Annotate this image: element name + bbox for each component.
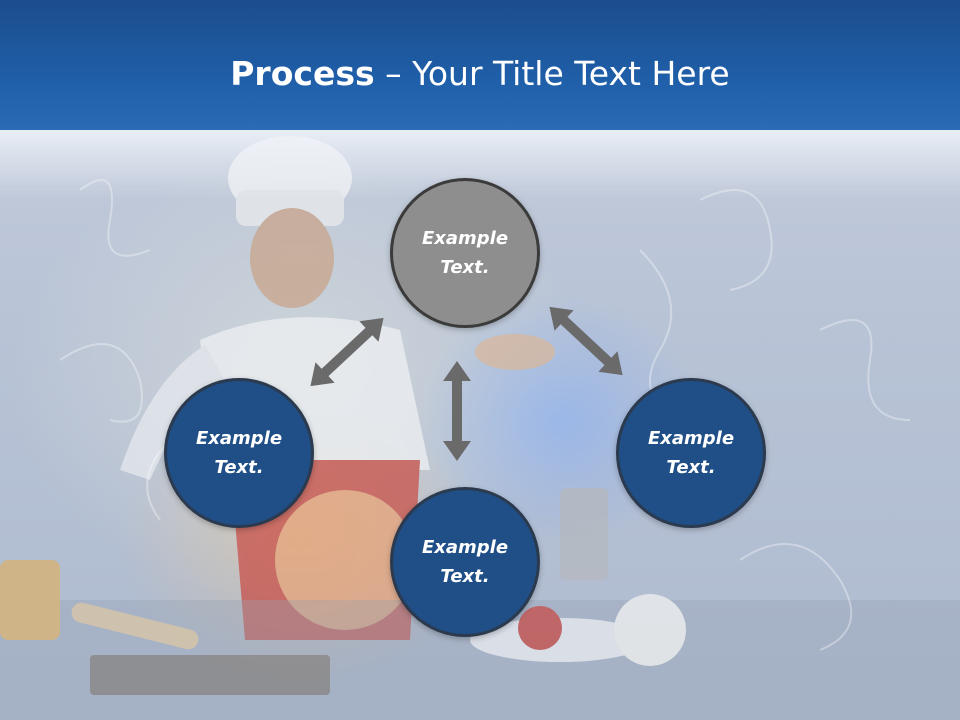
tomato	[518, 606, 562, 650]
title-bar	[0, 0, 960, 130]
grater	[560, 488, 608, 580]
node-label: Example Text.	[421, 537, 509, 587]
process-node-left[interactable]: Example Text.	[164, 378, 314, 528]
plate	[470, 618, 650, 662]
cutting-board	[90, 655, 330, 695]
cheese	[0, 560, 60, 640]
process-node-top[interactable]: Example Text.	[390, 178, 540, 328]
process-node-right[interactable]: Example Text.	[616, 378, 766, 528]
cauliflower	[614, 594, 686, 666]
double-arrow-icon	[549, 306, 623, 376]
double-arrow-icon	[310, 317, 384, 387]
node-label: Example Text.	[421, 228, 509, 278]
magic-glow	[275, 490, 415, 630]
title-rest: – Your Title Text Here	[374, 54, 730, 93]
node-label: Example Text.	[195, 428, 283, 478]
node-label: Example Text.	[647, 428, 735, 478]
title-bold: Process	[230, 54, 375, 93]
slide-title: Process – Your Title Text Here	[0, 52, 960, 96]
rolling-pin	[71, 602, 199, 650]
double-arrow-icon	[443, 361, 471, 461]
process-node-bottom[interactable]: Example Text.	[390, 487, 540, 637]
chef-face	[250, 208, 334, 308]
